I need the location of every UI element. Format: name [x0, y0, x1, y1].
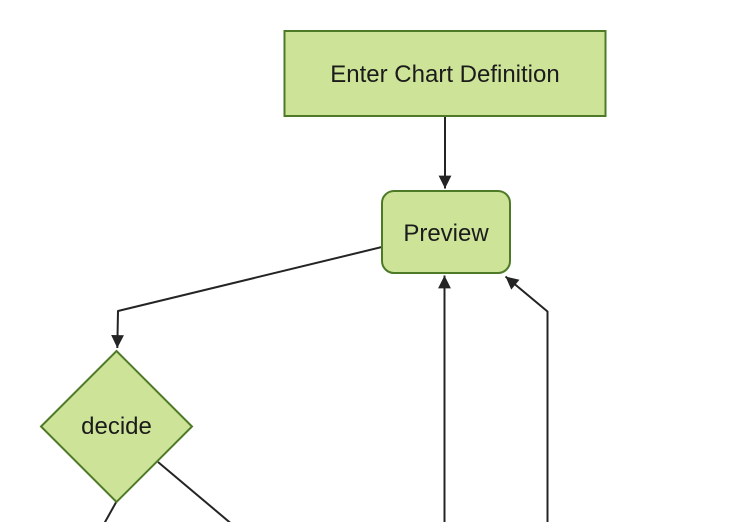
node-preview: [381, 190, 511, 274]
nodes-fill-group: [39, 30, 607, 504]
labels-layer: Enter Chart Definition Preview decide: [81, 61, 560, 440]
edge-decide-offscreen-right: [157, 461, 231, 522]
edge-preview-to-decide: [111, 246, 383, 349]
label-decide: decide: [81, 413, 152, 440]
label-enter-chart-definition: Enter Chart Definition: [330, 61, 559, 88]
edge-bottomright-to-preview: [504, 275, 549, 522]
label-preview: Preview: [403, 220, 489, 247]
edges-layer: [103, 116, 549, 522]
edge-decide-offscreen-left: [103, 501, 118, 522]
nodes-layer: [39, 30, 607, 504]
node-enter-chart-definition: [283, 30, 607, 117]
node-decide: [39, 349, 194, 504]
